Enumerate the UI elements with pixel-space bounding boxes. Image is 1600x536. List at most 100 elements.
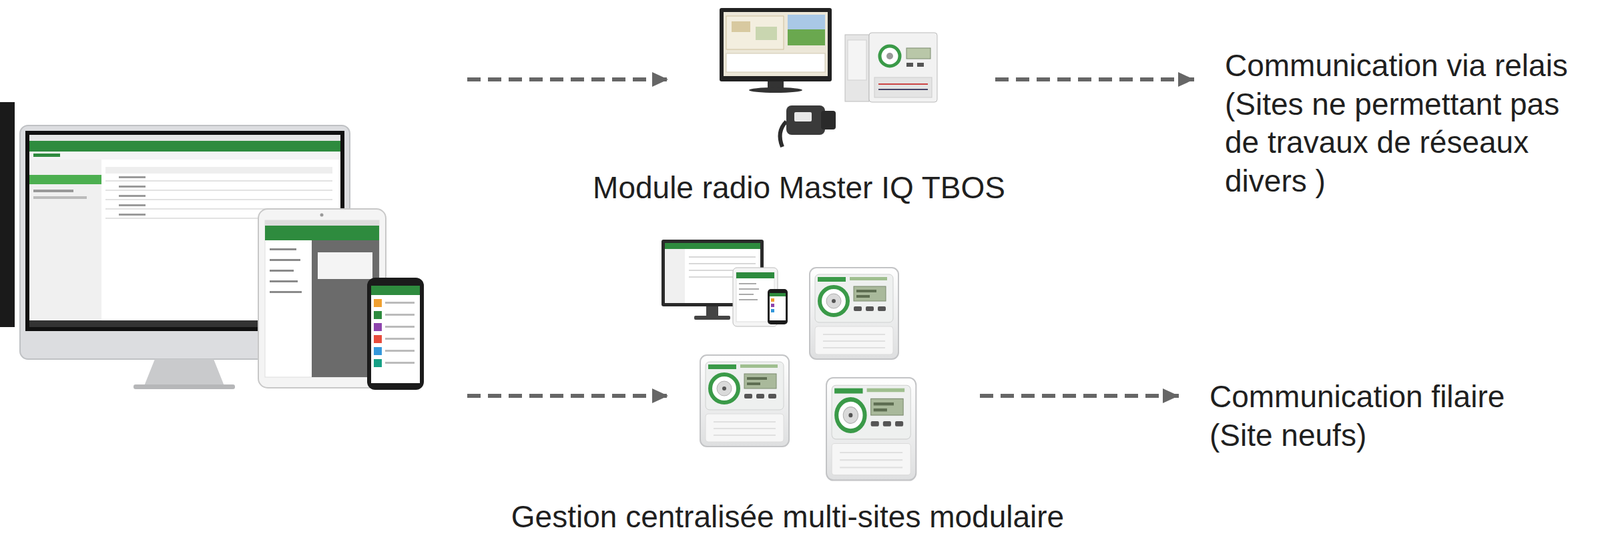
central-monitor-part: [688, 256, 756, 258]
tablet-part: [258, 208, 386, 388]
central-monitor-part: [706, 306, 719, 316]
desktop-monitor-part: [105, 166, 333, 174]
smartphone-part: [385, 301, 415, 364]
desktop-monitor-part: [118, 204, 146, 207]
smartphone-part: [367, 277, 424, 390]
central-phone-part: [767, 289, 788, 325]
smartphone-part: [371, 285, 420, 384]
tbos-controller-part: [886, 52, 894, 60]
tablet-part: [264, 220, 380, 378]
desktop-monitor-part: [29, 134, 341, 141]
smartphone-part: [385, 349, 415, 352]
radio-monitor-part: [723, 12, 828, 77]
smartphone-part: [373, 359, 382, 368]
smartphone-part: [373, 299, 382, 308]
central-tablet-part: [738, 293, 754, 296]
tablet-part: [269, 269, 294, 272]
dashed-arrow: [467, 77, 669, 82]
tbos-controller-part: [845, 34, 870, 102]
controller-group: [700, 267, 916, 480]
desktop-monitor-part: [33, 153, 61, 157]
central-monitor-part: [664, 248, 685, 304]
central-monitor-part: [688, 262, 756, 265]
desktop-monitor-part: [144, 359, 225, 386]
smartphone-part: [385, 325, 415, 328]
tablet-part: [264, 220, 380, 226]
central-tablet-part: [738, 283, 759, 301]
controller-group-part: [809, 267, 899, 360]
desktop-monitor-part: [118, 176, 146, 216]
controller-group-part: [826, 377, 916, 480]
monitor-edge-part: [0, 102, 15, 328]
tablet-part: [269, 258, 301, 261]
desktop-monitor-part: [118, 176, 146, 179]
site-title: Communication filaire: [1209, 377, 1580, 417]
tbos-controller-part: [879, 46, 900, 67]
smartphone: [367, 277, 424, 390]
radio-monitor-part: [748, 87, 803, 93]
tbos-controller-part: [917, 62, 924, 67]
smartphone-part: [373, 347, 382, 356]
smartphone-part: [373, 311, 382, 320]
radio-monitor-part: [731, 21, 751, 33]
central-phone-part: [770, 298, 775, 302]
radio-monitor: [719, 8, 832, 93]
central-phone-part: [769, 293, 786, 321]
central-phone-part: [769, 293, 786, 297]
desktop-monitor-part: [133, 384, 235, 390]
device-group: [0, 93, 464, 401]
radio-module-part: [780, 121, 787, 147]
tablet-part: [269, 248, 297, 251]
dashed-arrow: [979, 393, 1179, 398]
controller-group-part: [700, 355, 789, 447]
tbos-controller-part: [869, 32, 938, 103]
desktop-monitor-part: [33, 189, 74, 193]
central-tablet-part: [738, 299, 758, 301]
smartphone-part: [373, 323, 382, 332]
smartphone-part: [385, 313, 415, 316]
tablet-part: [264, 225, 380, 241]
site-note: (Site neufs): [1209, 416, 1580, 456]
tablet-part: [269, 280, 298, 283]
radio-module-part: [821, 110, 836, 130]
caption-label: Module radio Master IQ TBOS: [592, 170, 1006, 206]
tbos-controller-part: [878, 83, 928, 85]
tablet-part: [317, 252, 373, 280]
smartphone-part: [385, 337, 415, 340]
tbos-controller-part: [874, 77, 932, 98]
site-text: Communication filaire(Site neufs): [1182, 377, 1580, 455]
central-tablet-part: [736, 272, 775, 279]
desktop-monitor-part: [29, 174, 102, 185]
central-phone: [767, 289, 788, 325]
central-monitor-part: [694, 315, 731, 320]
central-phone-part: [770, 303, 775, 308]
desktop-monitor-part: [118, 194, 146, 197]
radio-monitor-part: [787, 14, 826, 30]
desktop-monitor-part: [118, 213, 146, 216]
site-title: Communication via relais: [1224, 46, 1596, 86]
dashed-arrow: [995, 77, 1195, 82]
central-phone-part: [770, 309, 775, 313]
tablet-part: [269, 291, 302, 294]
caption-label: Gestion centralisée multi-sites modulair…: [511, 499, 1064, 535]
radio-monitor-part: [787, 29, 826, 46]
desktop-monitor-part: [29, 151, 341, 160]
tablet-part: [269, 248, 302, 294]
radio-module-part: [794, 112, 812, 122]
smartphone-part: [385, 361, 415, 364]
tablet: [258, 208, 386, 388]
tbos-controller-part: [906, 62, 914, 67]
central-group: Gestion centralisée multi-sites modulair…: [672, 233, 976, 531]
smartphone-part: [385, 301, 415, 304]
desktop-monitor-part: [105, 180, 333, 182]
tablet-part: [320, 213, 324, 217]
site-text: Communication via relais(Sites ne permet…: [1198, 46, 1596, 201]
radio-monitor-part: [767, 81, 784, 89]
radio-module: [780, 105, 836, 147]
desktop-monitor-part: [105, 198, 333, 201]
smartphone-part: [373, 335, 382, 344]
smartphone-part: [371, 285, 420, 296]
monitor-edge: [0, 102, 15, 328]
radio-group: Module radio Master IQ TBOS: [672, 0, 992, 207]
